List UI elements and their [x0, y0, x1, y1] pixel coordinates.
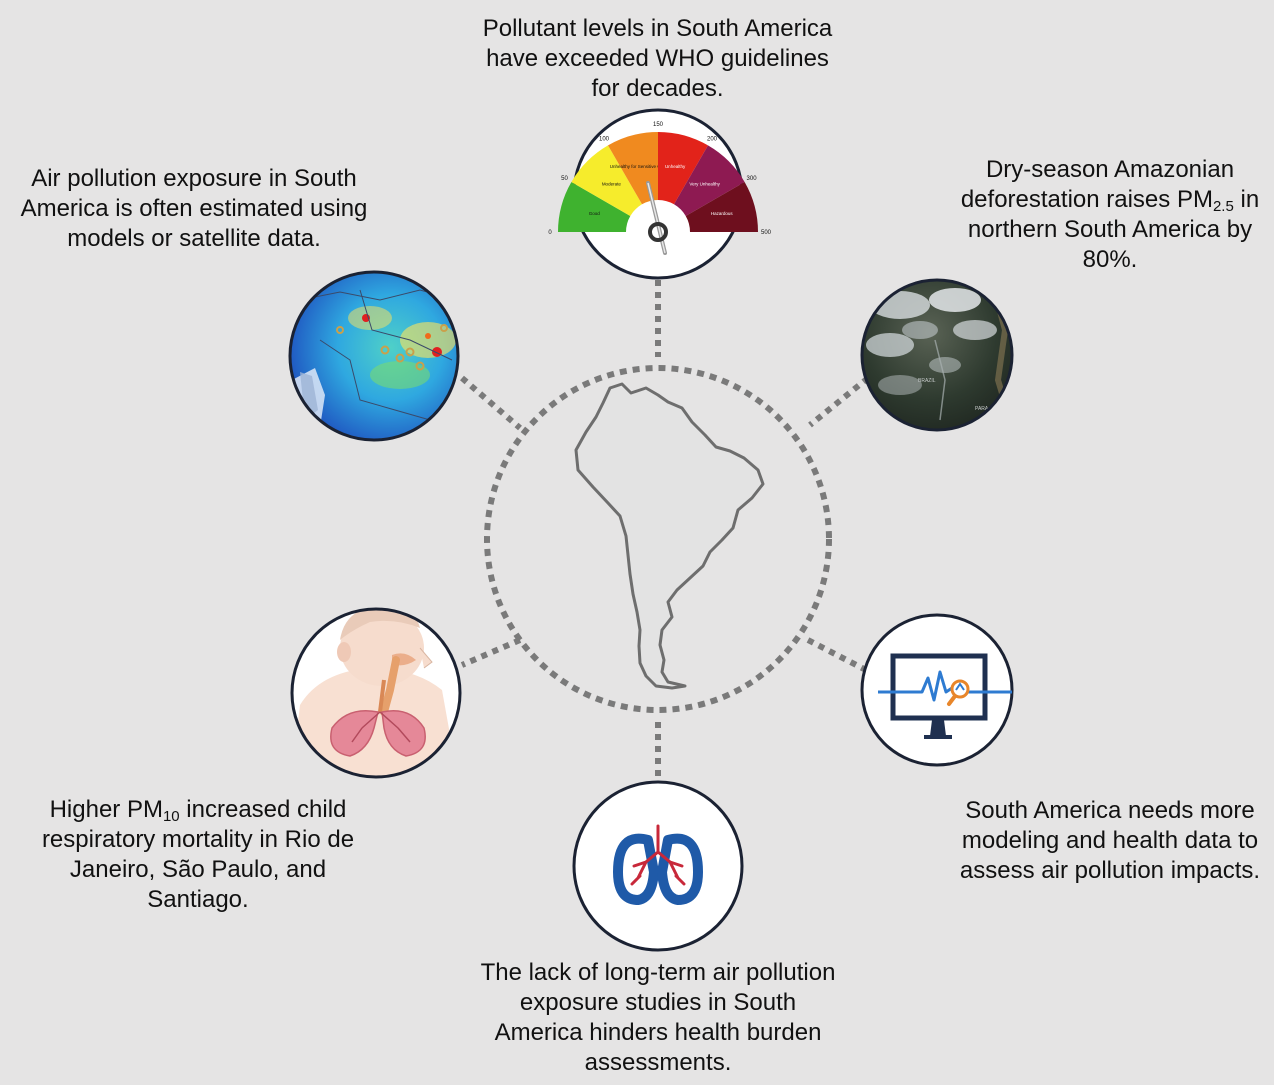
aqi-tick-50: 50 [561, 176, 568, 182]
monitor-circle [860, 613, 1014, 767]
caption-lower-left-text-b: increased child respiratory mortality in… [41, 796, 355, 913]
pulse-line [878, 670, 953, 702]
aqi-band-label-0: Good [589, 211, 601, 216]
aqi-gauge-circle: Good Moderate Unhealthy for Sensitive Grou… [548, 108, 772, 280]
aqi-gauge-bands: Good Moderate Unhealthy for Sensitive Grou… [558, 132, 758, 232]
caption-upper-right-text-a: Dry-season Amazonian deforestation raise… [960, 156, 1235, 213]
aqi-band-label-5: Hazardous [711, 211, 734, 216]
child-respiratory-circle [290, 607, 462, 779]
caption-upper-right-text-b: in northern South America by 80%. [967, 186, 1260, 273]
aqi-gauge-tick-labels: 0 50 100 150 200 300 500 [548, 122, 771, 236]
caption-upper-left: Air pollution exposure in South America … [20, 165, 368, 252]
aqi-band-5 [685, 182, 758, 232]
caption-lower-left-subscript: 10 [162, 808, 180, 825]
caption-top: Pollutant levels in South America have e… [482, 15, 833, 102]
lungs-icon [613, 824, 703, 905]
satellite-label-para: PARA [975, 406, 989, 412]
caption-upper-right: Dry-season Amazonian deforestation raise… [945, 155, 1274, 275]
caption-upper-right-subscript: 2.5 [1212, 198, 1234, 215]
aqi-band-label-1: Moderate [602, 181, 622, 186]
aqi-band-4 [674, 145, 745, 216]
aqi-tick-0: 0 [548, 230, 552, 236]
caption-bottom: The lack of long-term air pollution expo… [480, 959, 836, 1076]
aqi-tick-100: 100 [599, 136, 610, 142]
aqi-tick-300: 300 [747, 176, 758, 182]
connector-upper-right [808, 375, 870, 428]
lungs-circle [572, 780, 744, 952]
monitor-frame [890, 653, 988, 721]
caption-lower-right: South America needs more modeling and he… [959, 797, 1261, 884]
caption-lower-left-text-a: Higher PM [49, 796, 163, 823]
satellite-label-brazil: BRAZIL [918, 378, 936, 384]
monitor-stand [930, 720, 946, 736]
connector-lower-right [806, 637, 868, 673]
model-map-circle [288, 270, 460, 442]
caption-lower-left: Higher PM10 increased child respiratory … [18, 795, 378, 915]
aqi-band-label-2: Unhealthy for Sensitive Groups [610, 164, 673, 169]
aqi-band-label-4: Very Unhealthy [689, 181, 720, 186]
magnifier-icon [950, 679, 970, 699]
central-dotted-ring [484, 365, 832, 713]
aqi-band-2 [608, 132, 658, 205]
satellite-image-circle: BRAZIL PARA [860, 278, 1014, 432]
aqi-band-1 [571, 145, 642, 216]
aqi-band-3 [658, 132, 708, 205]
aqi-band-label-3: Unhealthy [665, 164, 686, 169]
connector-upper-left [460, 375, 522, 431]
connector-lines [460, 280, 870, 780]
connector-lower-left [460, 637, 522, 668]
south-america-map [574, 382, 765, 690]
gauge-hub [648, 222, 668, 242]
aqi-band-0 [558, 182, 631, 232]
aqi-tick-200: 200 [707, 136, 718, 142]
aqi-tick-150: 150 [653, 122, 664, 128]
aqi-tick-500: 500 [761, 230, 772, 236]
